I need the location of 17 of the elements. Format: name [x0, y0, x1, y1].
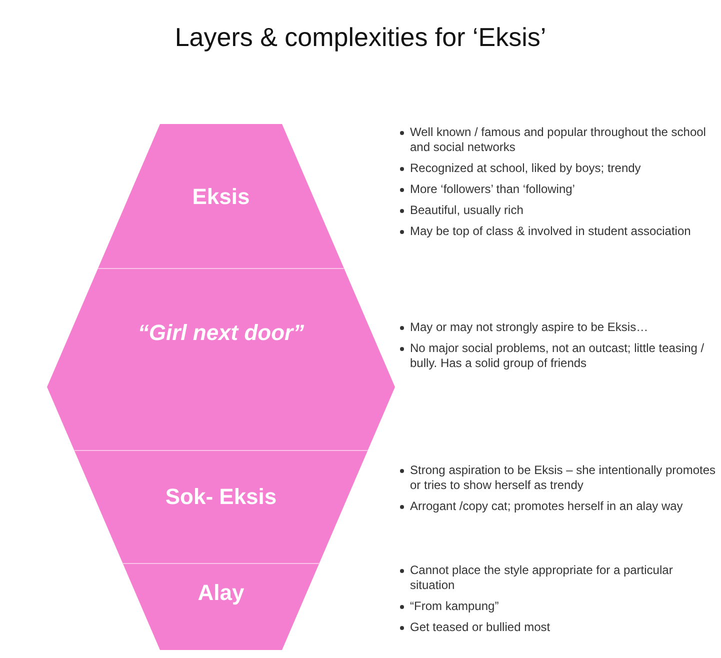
bullet-text: May be top of class & involved in student association	[410, 224, 691, 238]
layer-label: Sok- Eksis	[164, 484, 278, 510]
layer-label: Alay	[196, 580, 246, 606]
bullet-text: Well known / famous and popular throughout the school and social networks	[410, 125, 706, 154]
bullet-text: Beautiful, usually rich	[410, 203, 524, 217]
bullet-text: Strong aspiration to be Eksis – she intentionally promotes or tries to show herself as trendy	[410, 463, 716, 492]
bullet-text: More ‘followers’ than ‘following’	[410, 182, 575, 196]
bullet-text: Cannot place the style appropriate for a particular situation	[410, 563, 673, 592]
bullet-text: Get teased or bullied most	[410, 620, 550, 634]
bullet-text: Arrogant /copy cat; promotes herself in an alay way	[410, 499, 683, 513]
bullet-text: Recognized at school, liked by boys; trendy	[410, 161, 641, 175]
title: Layers & complexities for ‘Eksis’	[174, 22, 548, 53]
layer-label: Eksis	[191, 184, 251, 210]
bullet-text: May or may not strongly aspire to be Eksis…	[410, 320, 648, 334]
layer-label: “Girl next door”	[136, 320, 306, 346]
bullet-text: No major social problems, not an outcast; little teasing / bully. Has a solid group of friends	[410, 341, 704, 370]
bullet-text: “From kampung”	[410, 599, 499, 613]
